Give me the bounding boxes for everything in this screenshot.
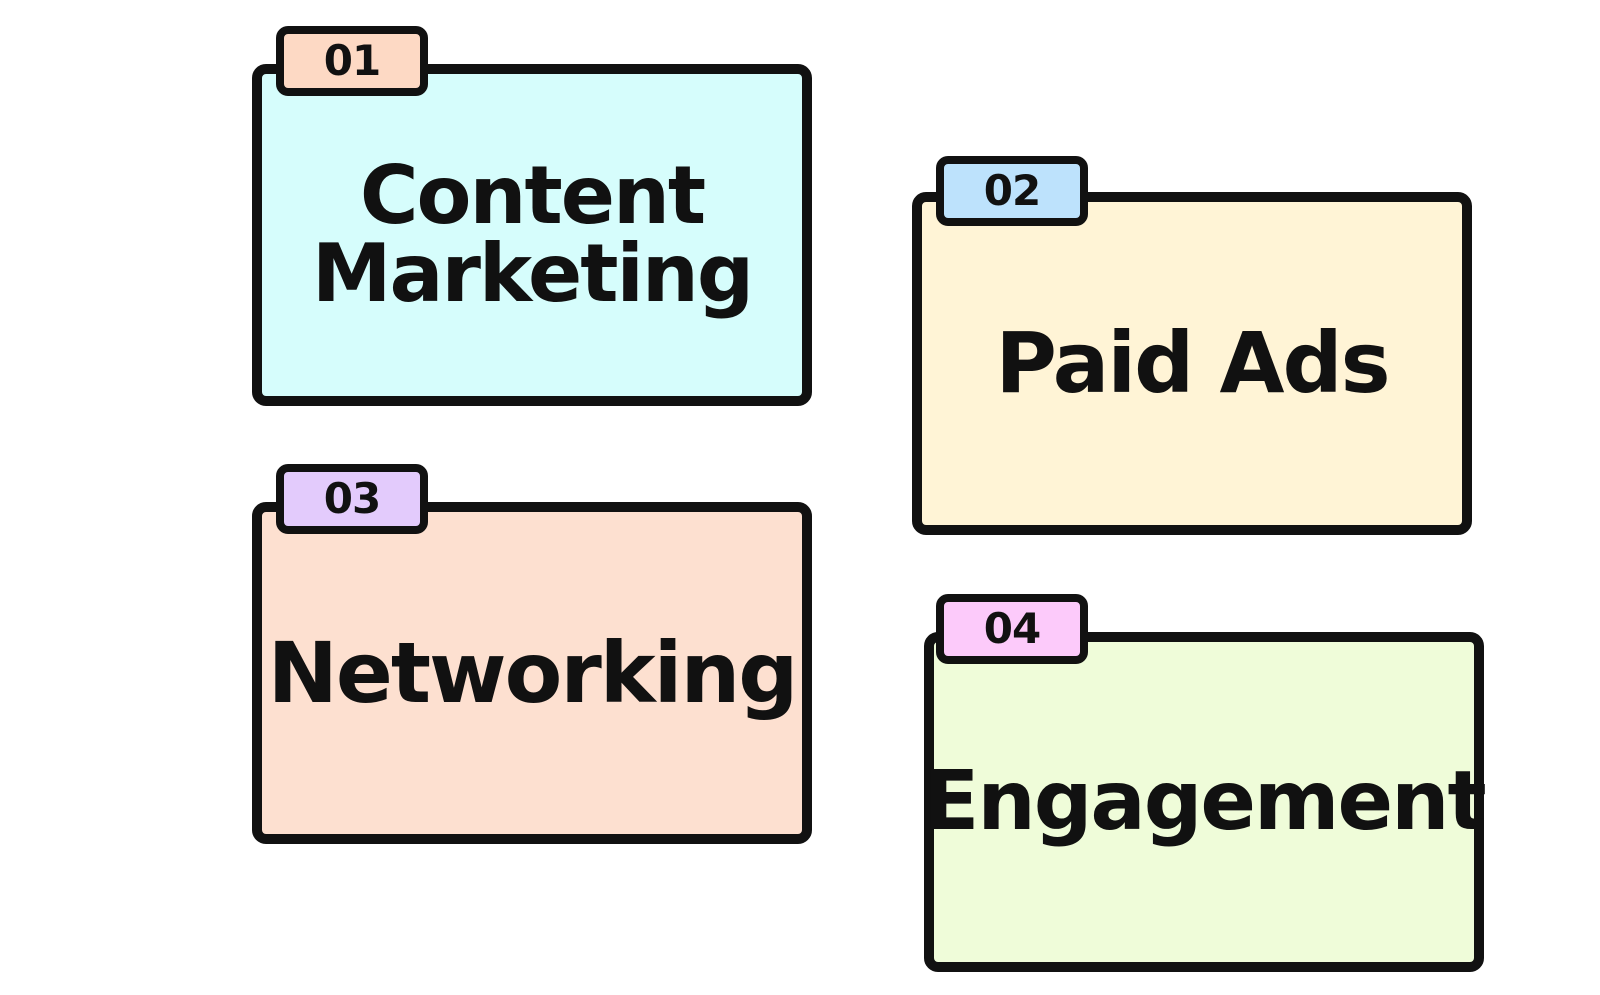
folder-number: 02 [983, 166, 1041, 215]
folder-tab-02: 02 [936, 156, 1088, 226]
folder-number: 04 [983, 604, 1041, 653]
folder-body: Content Marketing [252, 64, 812, 406]
folder-tab-04: 04 [936, 594, 1088, 664]
folder-tab-03: 03 [276, 464, 428, 534]
folder-body: Networking [252, 502, 812, 844]
folder-number: 03 [323, 474, 381, 523]
folder-number: 01 [323, 36, 381, 85]
folder-label: Content Marketing [311, 148, 754, 320]
folder-body: Paid Ads [912, 192, 1472, 535]
folder-label: Networking [267, 623, 799, 722]
folder-body: Engagement [923, 632, 1487, 972]
folder-tab-01: 01 [276, 26, 428, 96]
folder-label: Paid Ads [995, 314, 1390, 413]
folder-label: Engagement [923, 753, 1486, 849]
